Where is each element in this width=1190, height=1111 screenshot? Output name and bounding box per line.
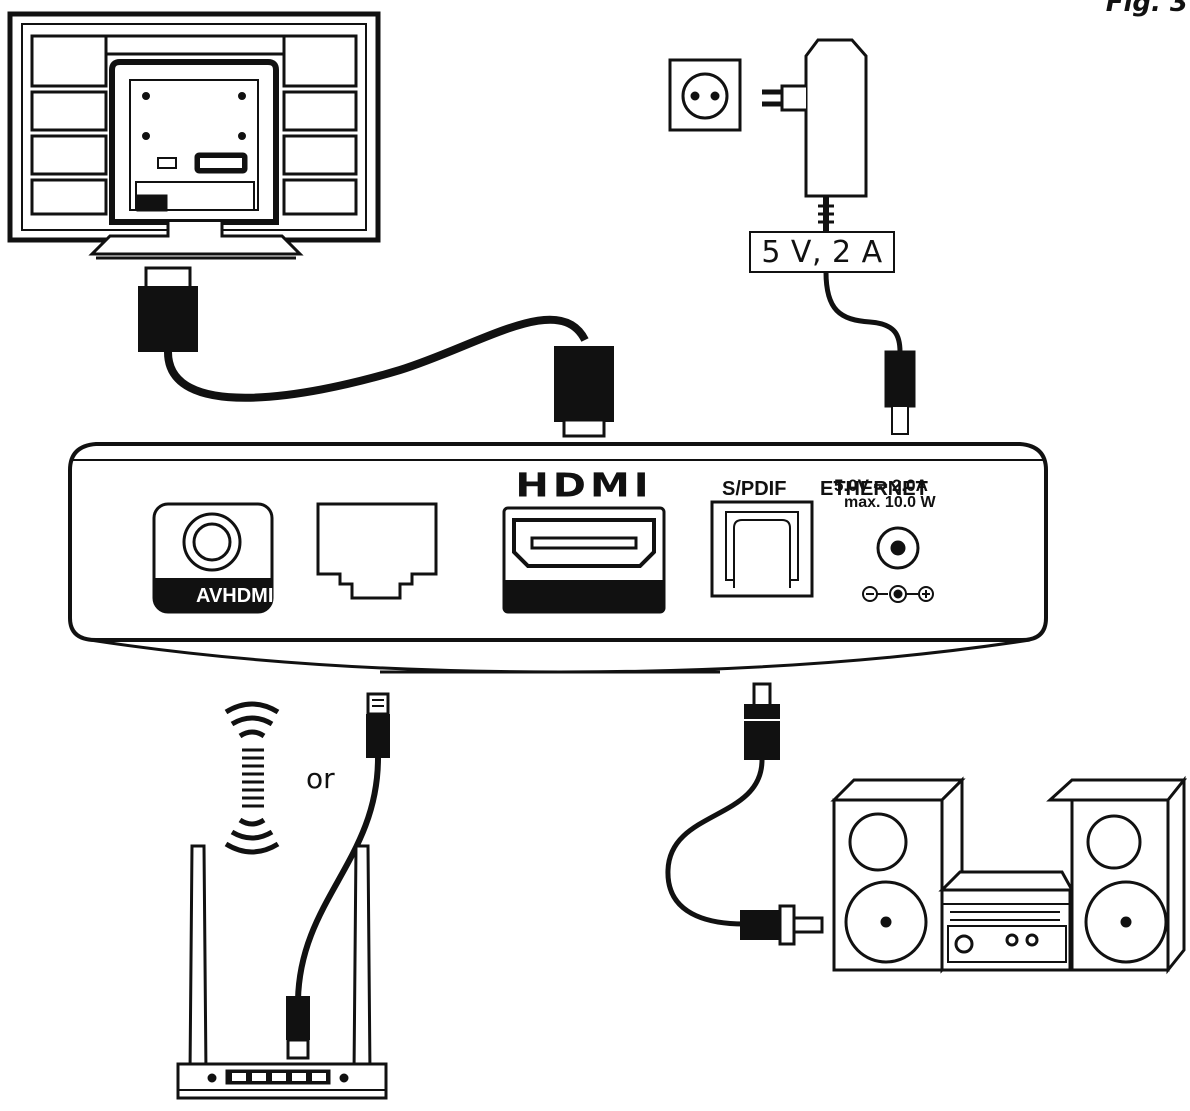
spdif-port-label: S/PDIF xyxy=(722,478,787,500)
ethernet-port-label: ETHERNET xyxy=(820,478,928,500)
power-adapter-illustration xyxy=(749,38,916,435)
figure-label: Fig. 3 xyxy=(1105,0,1188,18)
optical-cable xyxy=(665,682,824,946)
wall-socket-illustration xyxy=(668,58,742,132)
connection-alternative-label: or xyxy=(306,762,335,795)
ethernet-cable xyxy=(286,692,390,1060)
spdif-port xyxy=(710,500,814,598)
wifi-signal-icon xyxy=(224,701,280,855)
av-port-label: AVHDMI xyxy=(196,585,274,607)
power-rating-line2: max. 10.0 W xyxy=(844,494,936,511)
power-rating-line1: 5.0V ⎓ 2.0A xyxy=(834,476,928,495)
hdmi-cable xyxy=(138,266,614,438)
hdmi-logo: HDMI xyxy=(515,467,653,505)
power-supply-rating-label: 5 V, 2 A xyxy=(761,234,883,270)
tv-illustration xyxy=(7,11,381,260)
router-illustration xyxy=(176,844,388,1100)
av-port xyxy=(152,502,274,614)
stereo-system-illustration xyxy=(830,775,1188,975)
ethernet-port xyxy=(316,502,438,600)
dc-power-port xyxy=(862,526,934,603)
hdmi-port xyxy=(502,506,666,614)
